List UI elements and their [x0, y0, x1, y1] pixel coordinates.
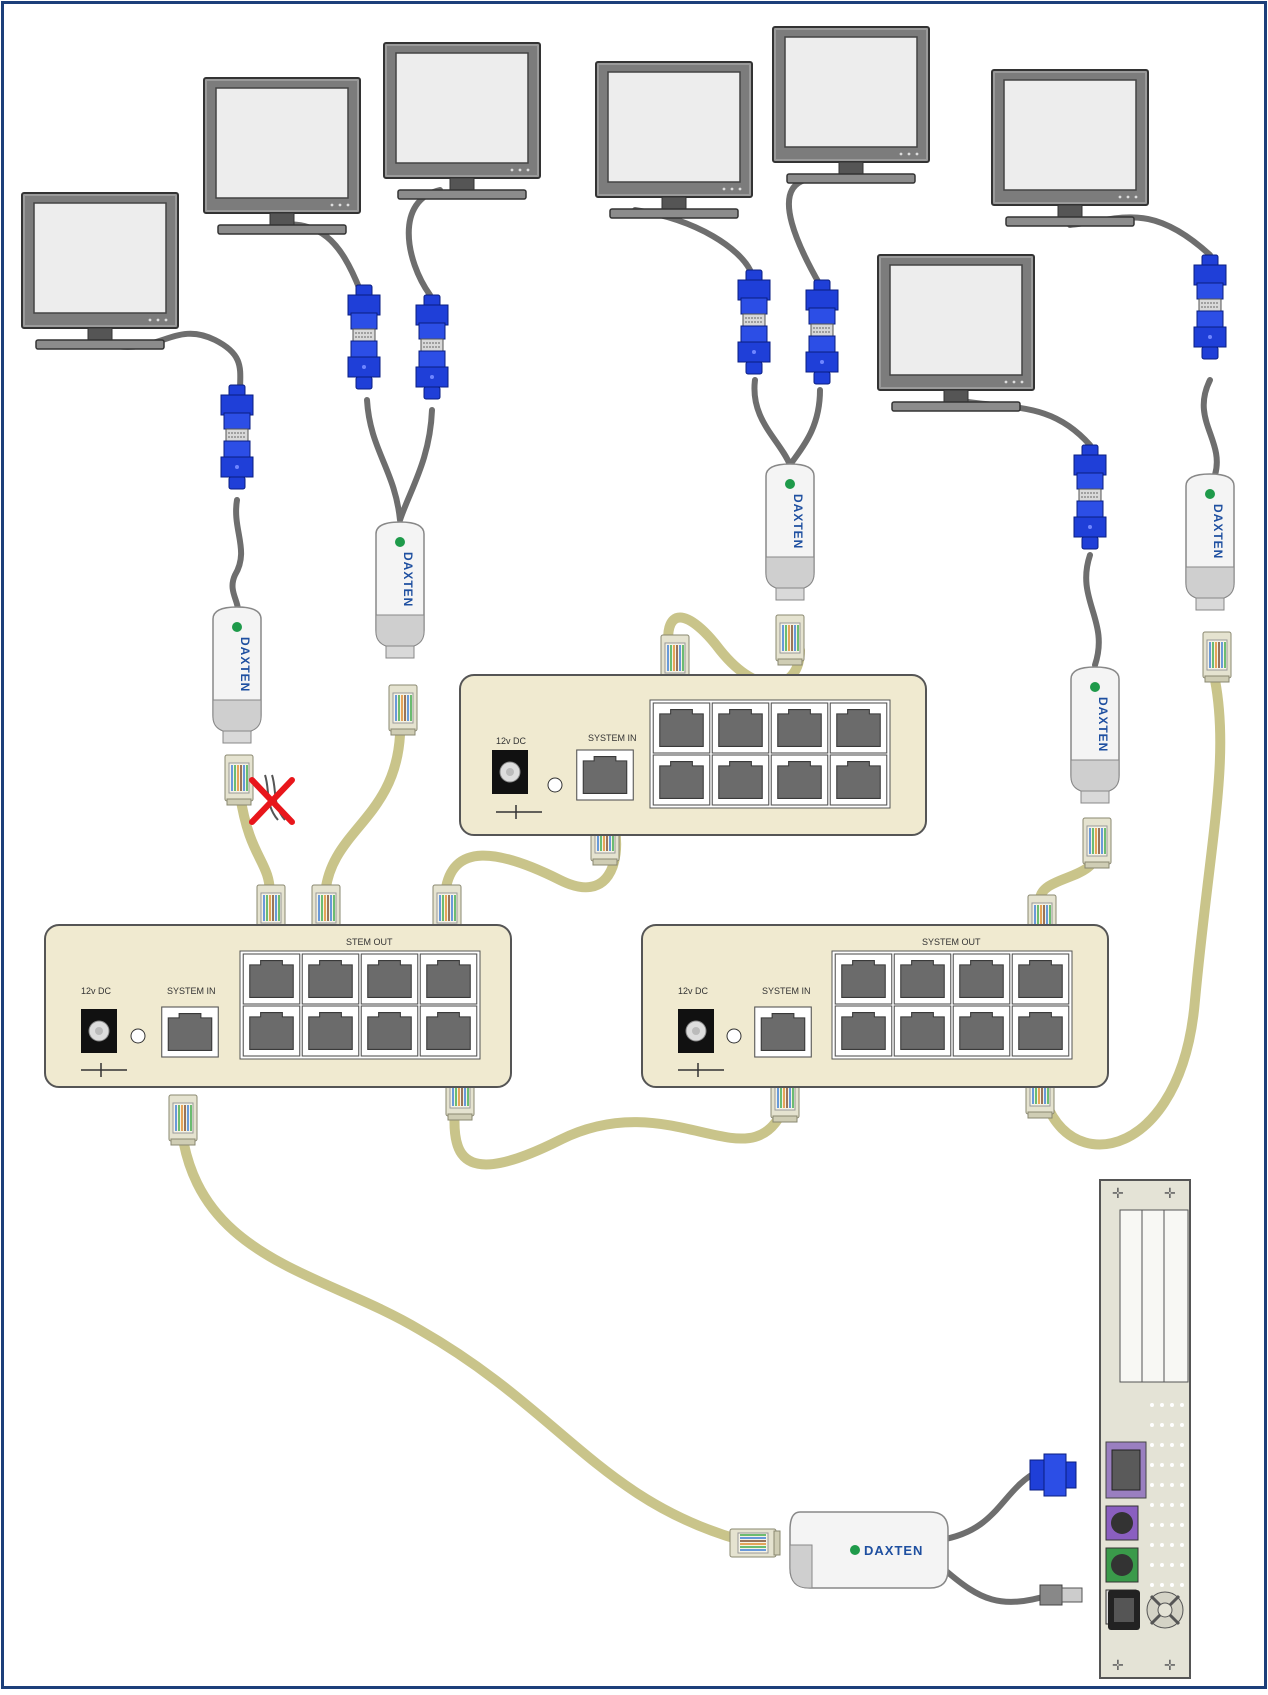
- cross-icon: [249, 777, 295, 825]
- monitor-icon: [21, 192, 179, 350]
- vga-connector-icon: [1193, 254, 1227, 360]
- rj45-plug-icon: [775, 614, 805, 666]
- power-label: 12v DC: [678, 986, 709, 996]
- svg-text:✛: ✛: [1112, 1657, 1124, 1673]
- monitor-icon: [991, 69, 1149, 227]
- receivers: DAXTEN DAXTEN DAXTEN DAXTEN DAXTEN: [212, 463, 1235, 804]
- monitor-icon: [595, 61, 753, 219]
- transmitter-brand-label: DAXTEN: [864, 1543, 923, 1558]
- svg-text:✛: ✛: [1112, 1185, 1124, 1201]
- vga-cable-receiver1: [229, 497, 245, 613]
- rj45-plug-icon: [1082, 817, 1112, 869]
- rj45-plug-icon: [1202, 631, 1232, 683]
- vga-cable-receiver2-split: [364, 397, 435, 523]
- splitter-unit: STEM OUT 12v DC SYSTEM IN: [44, 924, 512, 1088]
- vga-connector-icon: [737, 269, 771, 375]
- monitor-icon: [877, 254, 1035, 412]
- cat5-cables: [175, 612, 1226, 1545]
- power-label: 12v DC: [81, 986, 112, 996]
- vga-cable-receiver6: [1200, 377, 1220, 478]
- svg-text:✛: ✛: [1164, 1185, 1176, 1201]
- vga-connector-icon: [347, 284, 381, 390]
- receiver-brand-label: DAXTEN: [1096, 697, 1110, 752]
- splitter-unit: SYSTEM OUT 12v DC SYSTEM IN: [641, 924, 1109, 1088]
- daxten-receiver-icon: DAXTEN: [765, 463, 815, 601]
- daxten-receiver-icon: DAXTEN: [1070, 666, 1120, 804]
- monitor-icon: [203, 77, 361, 235]
- vga-cable-monitor5: [785, 177, 823, 288]
- vga-cable-receiver5: [1083, 552, 1102, 668]
- cat5-cable-splitter1-to-splitter3: [449, 1060, 795, 1170]
- system-in-label: SYSTEM IN: [167, 986, 216, 996]
- computer-tower-icon: ✛ ✛ ✛ ✛: [1099, 1179, 1191, 1679]
- system-out-label: STEM OUT: [346, 937, 393, 947]
- daxten-transmitter-icon: DAXTEN: [729, 1511, 949, 1589]
- rj45-plug-icon: [224, 754, 254, 806]
- cat5-cable-receiver2: [320, 730, 405, 900]
- power-label: 12v DC: [496, 736, 527, 746]
- receiver-brand-label: DAXTEN: [401, 552, 415, 607]
- vga-plug-icon: [1029, 1453, 1077, 1497]
- splitter-unit: 12v DC SYSTEM IN: [459, 674, 927, 836]
- usb-plug-icon: [1039, 1584, 1083, 1606]
- receiver-brand-label: DAXTEN: [1211, 504, 1225, 559]
- vga-cable-tx-to-pc: [937, 1467, 1043, 1543]
- vga-cable-receiver3-split: [751, 377, 823, 468]
- power-socket-icon: [1108, 1590, 1140, 1630]
- disconnected-marker: [249, 774, 295, 825]
- receiver-brand-label: DAXTEN: [791, 494, 805, 549]
- cat5-cable-splitter3-to-receiver6: [1035, 675, 1226, 1150]
- daxten-receiver-icon: DAXTEN: [1185, 473, 1235, 611]
- rj45-plug-icon: [388, 684, 418, 736]
- daxten-receiver-icon: DAXTEN: [212, 606, 262, 744]
- system-in-label: SYSTEM IN: [762, 986, 811, 996]
- daxten-receiver-icon: DAXTEN: [375, 521, 425, 659]
- cat5-cable-tx-to-splitter1: [175, 1110, 745, 1545]
- vga-connector-icon: [415, 294, 449, 400]
- system-out-label: SYSTEM OUT: [922, 937, 981, 947]
- receiver-brand-label: DAXTEN: [238, 637, 252, 692]
- usb-cable-tx-to-pc: [942, 1567, 1053, 1605]
- svg-text:✛: ✛: [1164, 1657, 1176, 1673]
- system-in-label: SYSTEM IN: [588, 733, 637, 743]
- vga-connector-icon: [805, 279, 839, 385]
- rj45-plug-icon: [168, 1094, 198, 1146]
- vga-connector-icon: [1073, 444, 1107, 550]
- fan-grille-icon: [1146, 1591, 1184, 1629]
- monitor-icon: [383, 42, 541, 200]
- vga-connector-icon: [220, 384, 254, 490]
- monitor-icon: [772, 26, 930, 184]
